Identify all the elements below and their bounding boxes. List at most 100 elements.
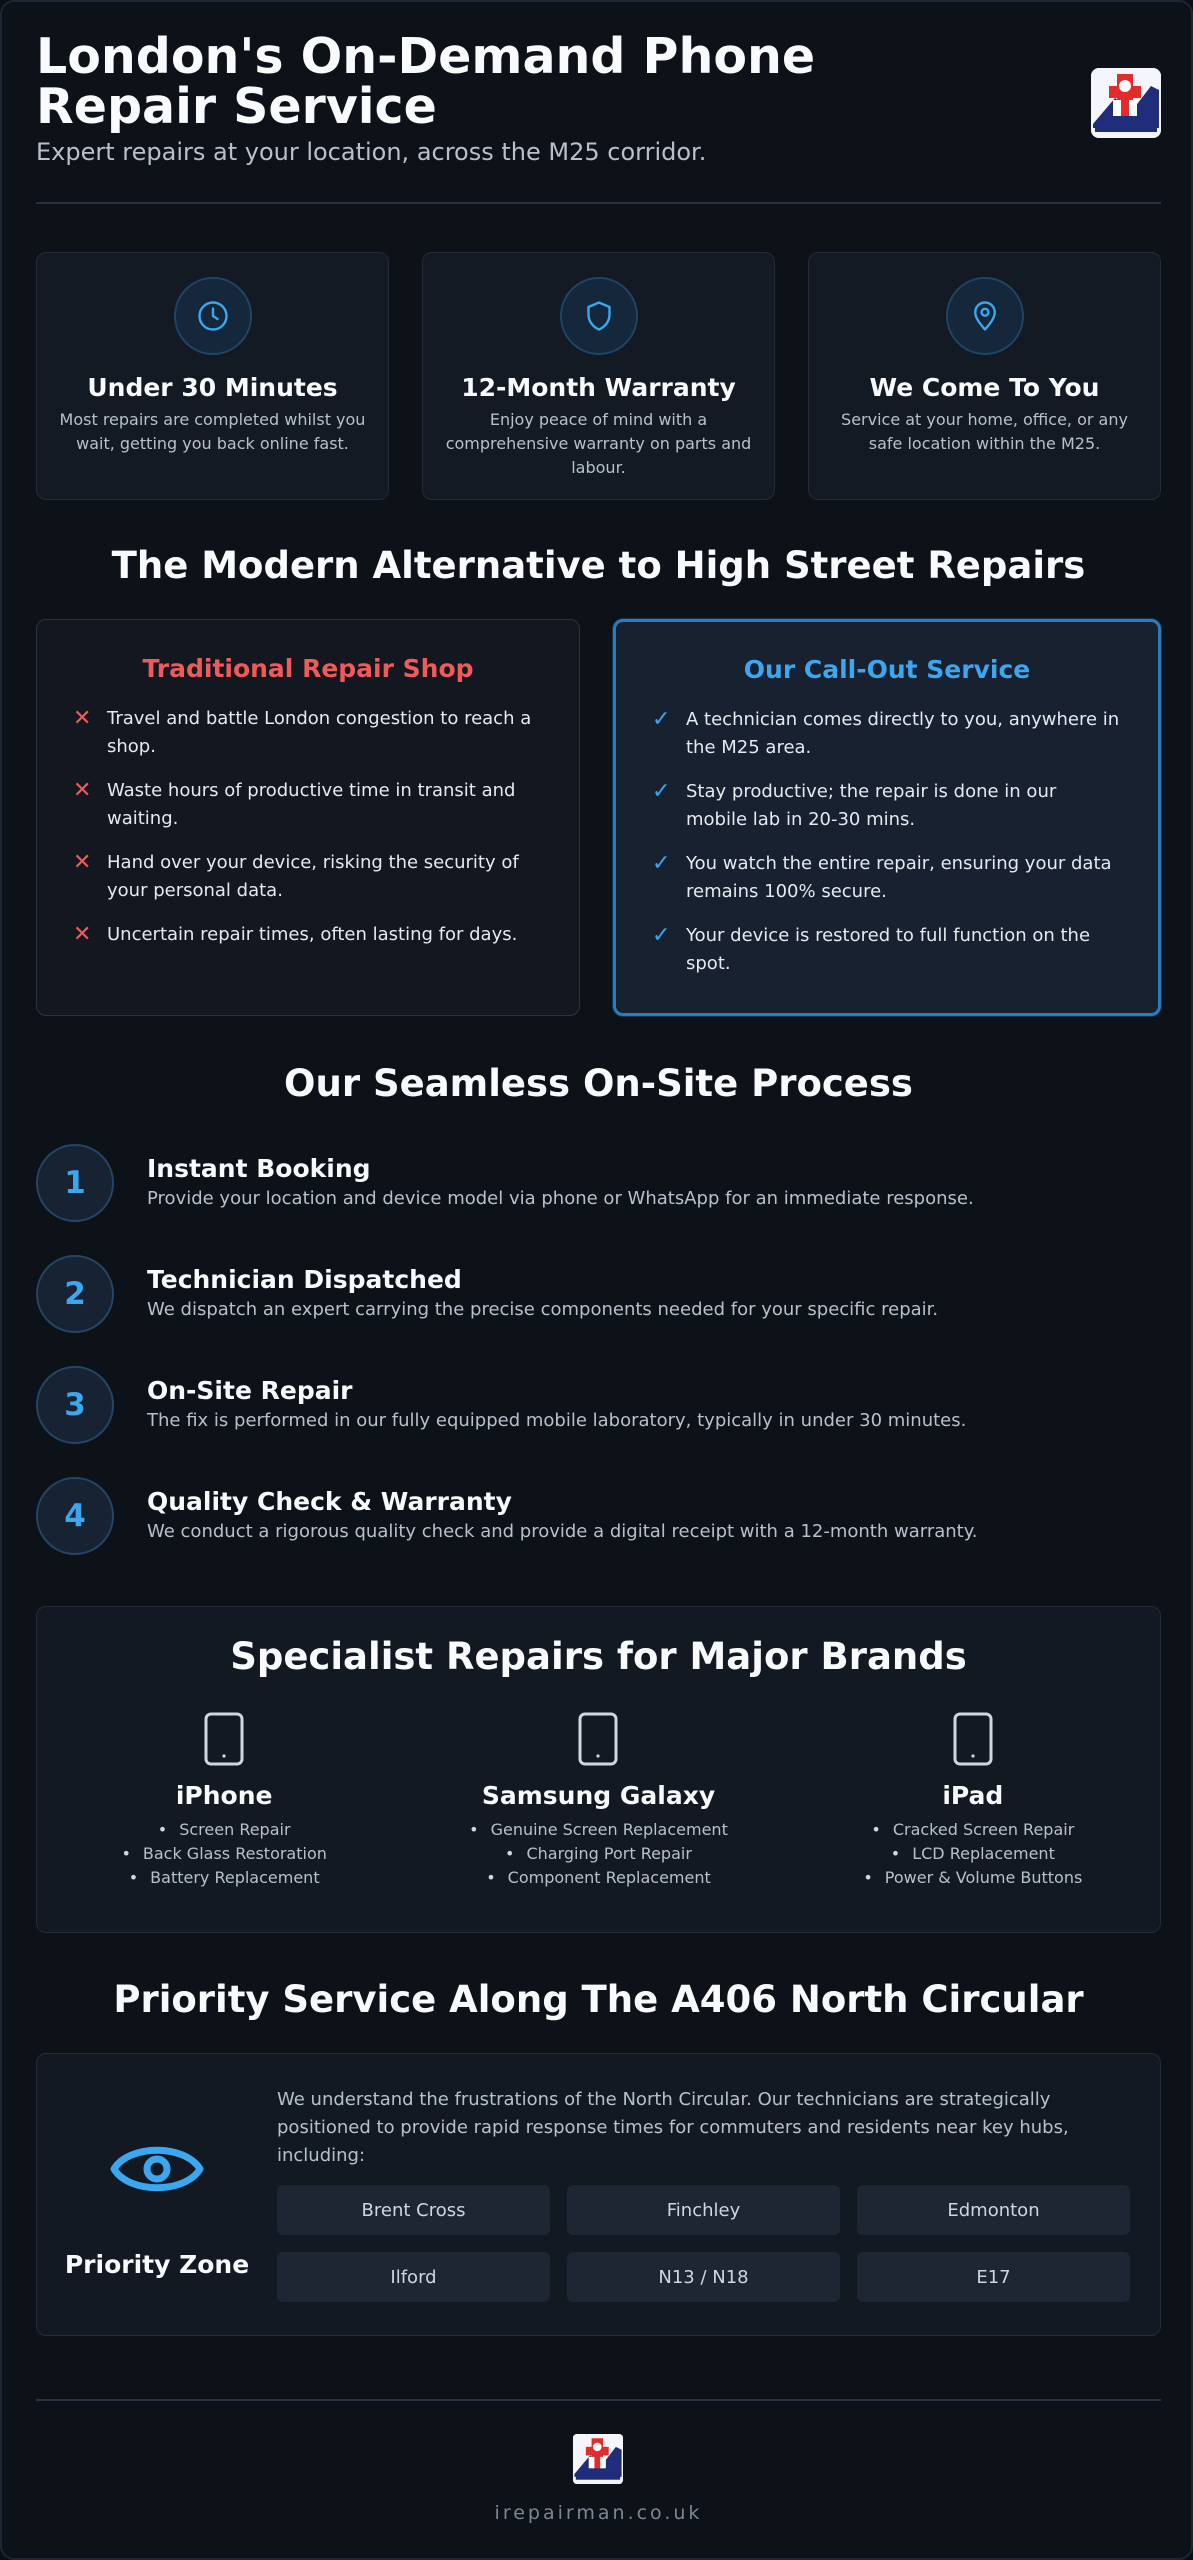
comparison-title: The Modern Alternative to High Street Re… xyxy=(111,544,1086,587)
brand-name: iPad xyxy=(942,1781,1004,1810)
comparison-section: Traditional Repair Shop ✕ Travel and batt… xyxy=(36,619,1161,1016)
feature-desc: Service at your home, office, or any saf… xyxy=(841,410,1128,453)
hub-list: Brent Cross Finchley Edmonton Ilford N13… xyxy=(277,2185,1130,2302)
brand-service: LCD Replacement xyxy=(786,1842,1160,1866)
check-icon: ✓ xyxy=(652,779,671,804)
priority-zone-label: Priority Zone xyxy=(64,2250,250,2279)
process-step: 3 On-Site Repair The fix is performed in… xyxy=(36,1366,1161,1446)
brand-service: Component Replacement xyxy=(411,1866,785,1890)
feature-card-location: We Come To You Service at your home, off… xyxy=(808,252,1161,500)
step-number: 4 xyxy=(36,1477,114,1555)
list-item: ✕ Uncertain repair times, often lasting f… xyxy=(73,921,543,949)
list-item-text: Stay productive; the repair is done in o… xyxy=(686,781,1057,830)
process-step: 4 Quality Check & Warranty We conduct a … xyxy=(36,1477,1161,1557)
list-item-text: Travel and battle London congestion to r… xyxy=(107,708,532,757)
page-subtitle: Expert repairs at your location, across … xyxy=(36,138,707,166)
list-item: ✓ You watch the entire repair, ensuring y… xyxy=(652,850,1122,906)
eye-icon xyxy=(110,2146,204,2192)
feature-cards: Under 30 Minutes Most repairs are comple… xyxy=(36,252,1161,500)
feature-card-speed: Under 30 Minutes Most repairs are comple… xyxy=(36,252,389,500)
step-title: Instant Booking xyxy=(147,1154,371,1183)
hub-chip: Edmonton xyxy=(857,2185,1130,2235)
step-desc: Provide your location and device model v… xyxy=(147,1188,974,1209)
check-icon: ✓ xyxy=(652,923,671,948)
step-desc: We dispatch an expert carrying the preci… xyxy=(147,1299,939,1320)
brand-service: Genuine Screen Replacement xyxy=(411,1818,785,1842)
priority-title: Priority Service Along The A406 North Ci… xyxy=(113,1978,1084,2021)
tablet-icon xyxy=(204,1712,244,1766)
brand-service: Power & Volume Buttons xyxy=(786,1866,1160,1890)
page-title: London's On-Demand Phone Repair Service xyxy=(36,28,816,135)
brand-service: Back Glass Restoration xyxy=(37,1842,411,1866)
list-item-text: Waste hours of productive time in transi… xyxy=(107,780,516,829)
list-item-text: Your device is restored to full function… xyxy=(686,925,1091,974)
hub-chip: N13 / N18 xyxy=(567,2252,840,2302)
list-item-text: Uncertain repair times, often lasting fo… xyxy=(107,924,518,945)
step-title: On-Site Repair xyxy=(147,1376,353,1405)
clock-icon xyxy=(173,277,252,355)
traditional-shop-title: Traditional Repair Shop xyxy=(142,654,474,683)
irepairman-logo-icon[interactable] xyxy=(1091,68,1161,138)
process-step: 1 Instant Booking Provide your location … xyxy=(36,1144,1161,1224)
priority-zone-text: We understand the frustrations of the No… xyxy=(277,2089,1069,2166)
brand-samsung-galaxy: Samsung Galaxy Genuine Screen Replacemen… xyxy=(411,1711,785,1890)
list-item: ✓ A technician comes directly to you, any… xyxy=(652,706,1122,762)
step-number: 1 xyxy=(36,1144,114,1222)
priority-zone-section: Priority Zone We understand the frustrat… xyxy=(36,2053,1161,2336)
callout-service-title: Our Call-Out Service xyxy=(743,655,1031,684)
brands-section: Specialist Repairs for Major Brands iPho… xyxy=(36,1606,1161,1933)
step-desc: The fix is performed in our fully equipp… xyxy=(147,1410,967,1431)
process-step: 2 Technician Dispatched We dispatch an e… xyxy=(36,1255,1161,1335)
header: London's On-Demand Phone Repair Service … xyxy=(36,32,1161,172)
feature-title: We Come To You xyxy=(869,373,1100,402)
irepairman-logo-icon[interactable] xyxy=(573,2434,623,2484)
check-icon: ✓ xyxy=(652,851,671,876)
feature-desc: Enjoy peace of mind with a comprehensive… xyxy=(445,410,752,477)
footer-divider xyxy=(36,2399,1161,2401)
feature-title: Under 30 Minutes xyxy=(87,373,338,402)
feature-card-warranty: 12-Month Warranty Enjoy peace of mind wi… xyxy=(422,252,775,500)
list-item-text: A technician comes directly to you, anyw… xyxy=(686,709,1120,758)
traditional-shop-card: Traditional Repair Shop ✕ Travel and batt… xyxy=(36,619,580,1016)
brands-title: Specialist Repairs for Major Brands xyxy=(230,1635,967,1678)
list-item: ✕ Hand over your device, risking the secu… xyxy=(73,849,543,905)
list-item: ✓ Stay productive; the repair is done in … xyxy=(652,778,1122,834)
list-item: ✓ Your device is restored to full functio… xyxy=(652,922,1122,978)
list-item: ✕ Travel and battle London congestion to … xyxy=(73,705,543,761)
brand-iphone: iPhone Screen Repair Back Glass Restorat… xyxy=(37,1711,411,1890)
step-number: 2 xyxy=(36,1255,114,1333)
hub-chip: Finchley xyxy=(567,2185,840,2235)
brand-name: iPhone xyxy=(175,1781,273,1810)
feature-title: 12-Month Warranty xyxy=(461,373,736,402)
hub-chip: E17 xyxy=(857,2252,1130,2302)
step-title: Technician Dispatched xyxy=(147,1265,462,1294)
cross-icon: ✕ xyxy=(73,778,92,803)
step-number: 3 xyxy=(36,1366,114,1444)
cross-icon: ✕ xyxy=(73,706,92,731)
footer-site-link[interactable]: irepairman.co.uk xyxy=(494,2502,703,2524)
tablet-icon xyxy=(578,1712,618,1766)
header-divider xyxy=(36,202,1161,204)
cross-icon: ✕ xyxy=(73,850,92,875)
brand-service: Charging Port Repair xyxy=(411,1842,785,1866)
cross-icon: ✕ xyxy=(73,922,92,947)
process-title: Our Seamless On-Site Process xyxy=(284,1062,913,1105)
hub-chip: Brent Cross xyxy=(277,2185,550,2235)
brand-ipad: iPad Cracked Screen Repair LCD Replaceme… xyxy=(786,1711,1160,1890)
step-title: Quality Check & Warranty xyxy=(147,1487,512,1516)
brand-service: Screen Repair xyxy=(37,1818,411,1842)
list-item-text: You watch the entire repair, ensuring yo… xyxy=(686,853,1112,902)
step-desc: We conduct a rigorous quality check and … xyxy=(147,1521,978,1542)
shield-icon xyxy=(559,277,638,355)
check-icon: ✓ xyxy=(652,707,671,732)
brand-service: Cracked Screen Repair xyxy=(786,1818,1160,1842)
brand-service: Battery Replacement xyxy=(37,1866,411,1890)
feature-desc: Most repairs are completed whilst you wa… xyxy=(59,410,366,453)
list-item-text: Hand over your device, risking the secur… xyxy=(107,852,519,901)
location-pin-icon xyxy=(945,277,1024,355)
tablet-icon xyxy=(953,1712,993,1766)
list-item: ✕ Waste hours of productive time in trans… xyxy=(73,777,543,833)
brand-name: Samsung Galaxy xyxy=(481,1781,716,1810)
callout-service-card: Our Call-Out Service ✓ A technician comes… xyxy=(613,619,1161,1016)
